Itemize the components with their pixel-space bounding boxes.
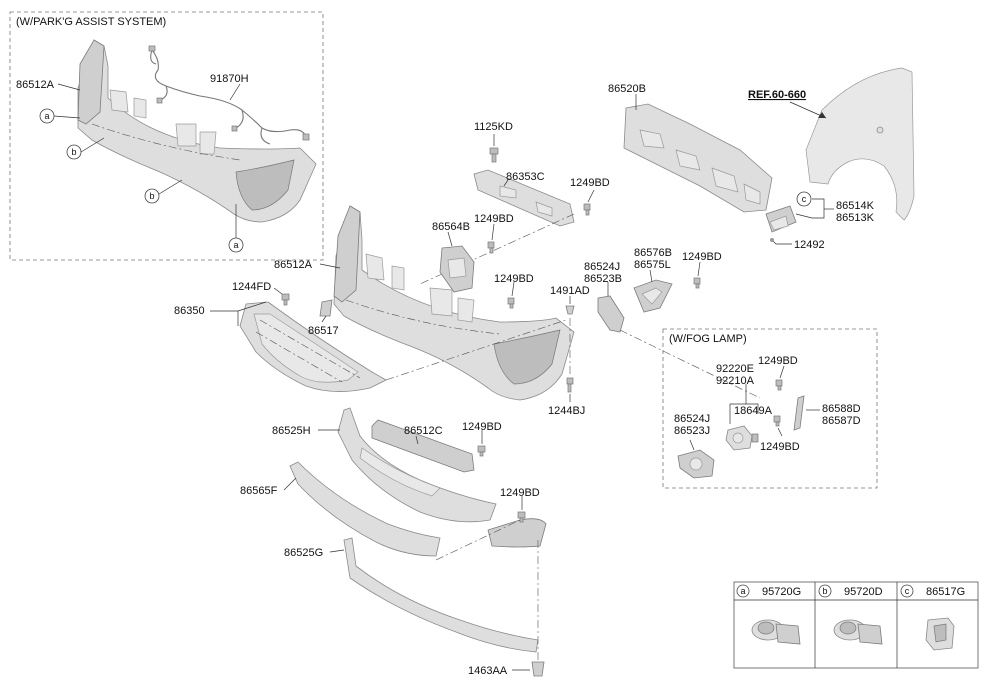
bracket-86564b	[439, 245, 475, 293]
label-86525H: 86525H	[272, 425, 311, 437]
legend-table: a 95720G b 95720D c 86517G	[733, 581, 979, 669]
label-1249BD-a: 1249BD	[570, 177, 610, 189]
label-1125KD: 1125KD	[474, 121, 513, 133]
side-bracket-86514k	[765, 205, 797, 233]
clip-86517g-icon	[925, 617, 955, 651]
label-86520B: 86520B	[608, 83, 646, 95]
label-92210A: 92210A	[716, 375, 755, 387]
label-18649A: 18649A	[734, 405, 773, 417]
callout-a-1	[39, 108, 55, 124]
bumper-cover-park-assist	[77, 39, 317, 223]
label-86587D: 86587D	[822, 415, 861, 427]
fog-lamp-title: (W/FOG LAMP)	[669, 333, 747, 345]
side-lower-trim	[487, 518, 547, 548]
ref-label: REF.60-660	[748, 89, 806, 101]
label-86353C: 86353C	[506, 171, 545, 183]
label-86565F: 86565F	[240, 485, 278, 497]
park-assist-group-box	[9, 11, 324, 261]
park-assist-title: (W/PARK'G ASSIST SYSTEM)	[16, 16, 166, 28]
label-86525G: 86525G	[284, 547, 323, 559]
callout-c-1	[796, 191, 812, 207]
lower-grille-86512c	[371, 419, 475, 473]
fog-bezel-86524j	[677, 449, 715, 479]
svg-text:a: a	[233, 240, 238, 250]
label-1244FD: 1244FD	[232, 281, 271, 293]
legend-a-letter: a	[740, 586, 745, 596]
svg-text:c: c	[802, 194, 807, 204]
fender-reference	[805, 67, 915, 221]
label-86523B: 86523B	[584, 273, 622, 285]
label-1249BD-fog1: 1249BD	[758, 355, 798, 367]
svg-text:b: b	[71, 147, 76, 157]
bolt-1249bd-f	[517, 511, 526, 523]
label-86350: 86350	[174, 305, 205, 317]
label-86564B: 86564B	[432, 221, 470, 233]
bolt-1244bj	[566, 377, 574, 393]
label-12492: 12492	[794, 239, 825, 251]
cover-86524j	[597, 295, 625, 333]
label-1249BD-fog2: 1249BD	[760, 441, 800, 453]
bolt-1249bd-e	[477, 445, 486, 457]
label-1249BD-d: 1249BD	[494, 273, 534, 285]
label-86524J-b: 86524J	[674, 413, 710, 425]
bumper-absorber-86520b	[623, 103, 773, 213]
legend-b-part: 95720D	[844, 586, 883, 598]
callout-a-2	[228, 237, 244, 253]
callout-b-2	[144, 188, 160, 204]
bumper-cover-86512a	[333, 205, 575, 401]
lower-cover-86525h	[337, 407, 497, 523]
bolt-1249bd-c	[693, 277, 701, 289]
label-86517: 86517	[308, 325, 339, 337]
lower-strip-86525g	[343, 537, 539, 653]
svg-text:a: a	[44, 111, 49, 121]
label-86514K: 86514K	[836, 200, 875, 212]
garnish-86588d	[793, 395, 805, 431]
callout-b-1	[66, 144, 82, 160]
wiring-harness-91870h	[148, 45, 310, 145]
label-1249BD-c: 1249BD	[682, 251, 722, 263]
legend-a-part: 95720G	[762, 586, 801, 598]
label-86512A-mid: 86512A	[274, 259, 313, 271]
bolt-1249bd-fog1	[775, 379, 783, 391]
bolt-1249bd-b	[487, 241, 495, 254]
skid-plate-86565f	[289, 461, 441, 557]
clip-1463aa	[531, 661, 545, 677]
legend-c-part: 86517G	[926, 586, 965, 598]
label-91870H: 91870H	[210, 73, 249, 85]
label-86512A-top: 86512A	[16, 79, 55, 91]
label-86512C: 86512C	[404, 425, 443, 437]
label-1463AA: 1463AA	[468, 665, 508, 677]
label-86588D: 86588D	[822, 403, 861, 415]
clip-86517	[319, 299, 333, 317]
legend-c-letter: c	[905, 586, 910, 596]
label-86523J: 86523J	[674, 425, 710, 437]
bolt-1244fd	[281, 293, 290, 306]
legend-b-letter: b	[822, 586, 827, 596]
bolt-1249bd-fog2	[773, 415, 781, 427]
label-92220E: 92220E	[716, 363, 754, 375]
label-1249BD-f: 1249BD	[500, 487, 540, 499]
label-86576B: 86576B	[634, 247, 672, 259]
fog-lamp-assy	[725, 425, 759, 451]
garnish-86576b	[633, 279, 673, 313]
label-1244BJ: 1244BJ	[548, 405, 585, 417]
label-86524J-a: 86524J	[584, 261, 620, 273]
grille-86350	[239, 301, 387, 392]
label-1491AD: 1491AD	[550, 285, 590, 297]
sensor-95720d-icon	[833, 619, 883, 645]
upper-bracket-86353c	[473, 169, 575, 227]
label-1249BD-b: 1249BD	[474, 213, 514, 225]
label-1249BD-e: 1249BD	[462, 421, 502, 433]
fog-lamp-group-box	[662, 328, 878, 489]
label-86575L: 86575L	[634, 259, 671, 271]
fastener-1491ad	[565, 305, 575, 315]
label-86513K: 86513K	[836, 212, 875, 224]
svg-text:b: b	[149, 191, 154, 201]
bolt-1249bd-a	[583, 203, 591, 216]
bolt-1125kd	[489, 147, 499, 163]
bolt-1249bd-d	[507, 297, 515, 309]
sensor-95720g-icon	[751, 619, 801, 645]
